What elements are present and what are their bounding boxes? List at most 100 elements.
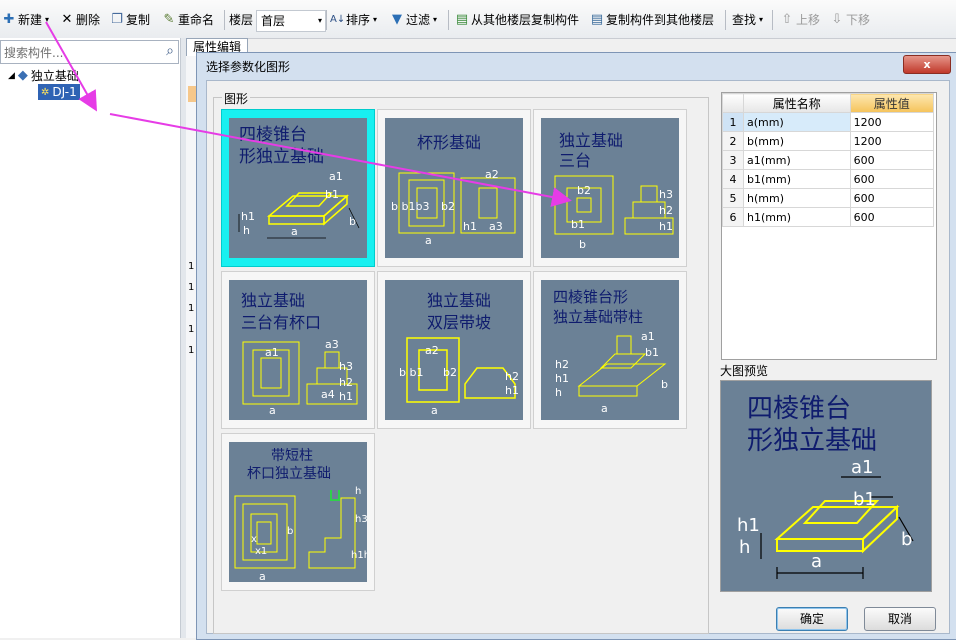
copy-button[interactable]: ❐ 复制 (111, 12, 151, 28)
shape-option-3[interactable]: 独立基础 三台 b b2 b1 h3 h2 h1 (533, 109, 687, 267)
search-input[interactable]: 搜索构件... ⌕ (0, 40, 179, 64)
svg-text:h1: h1 (505, 384, 519, 397)
floor-label: 楼层 (229, 13, 254, 27)
shape-title-line1: 四棱锥台 (239, 125, 307, 145)
shape-option-6[interactable]: 四棱锥台形 独立基础带柱 a a1 b1 b h2 h1 h (533, 271, 687, 429)
sort-button[interactable]: A↓ 排序▾ (330, 10, 377, 30)
cancel-button[interactable]: 取消 (864, 607, 936, 631)
svg-text:a: a (269, 404, 276, 417)
search-icon[interactable]: ⌕ (166, 43, 174, 59)
dialog-title: 选择参数化图形 (206, 60, 291, 74)
find-button[interactable]: 查找▾ (732, 10, 763, 30)
filter-icon: ▼ (392, 12, 402, 27)
tree-item-root[interactable]: ◢ ◆ 独立基础 (8, 68, 79, 83)
move-down-button[interactable]: ⇩ 下移 (831, 12, 871, 28)
svg-text:h1: h1 (659, 220, 673, 233)
table-row[interactable]: 1 a(mm) 1200 (722, 112, 935, 132)
property-grid: 属性名称 属性值 1 a(mm) 1200 2 b(mm) 1200 3 a1(… (721, 92, 937, 360)
component-tree-panel (0, 38, 181, 638)
floor-select[interactable]: 首层 ▾ (256, 10, 326, 32)
shape-title-line2: 三台有杯口 (241, 313, 321, 332)
svg-text:b2: b2 (443, 366, 457, 379)
chevron-down-icon: ▾ (317, 16, 322, 25)
value-cell[interactable]: 1200 (849, 112, 935, 132)
svg-text:b1: b1 (571, 218, 585, 231)
svg-text:b: b (579, 238, 586, 251)
svg-text:a4: a4 (321, 388, 335, 401)
svg-text:b: b (901, 529, 912, 550)
close-button[interactable]: x (903, 55, 951, 74)
shape-title-line1: 四棱锥台形 (553, 288, 628, 306)
col-property-value: 属性值 (849, 93, 935, 113)
chevron-down-icon: ▾ (759, 15, 764, 24)
svg-text:h2: h2 (505, 370, 519, 383)
collapse-icon[interactable]: ◢ (8, 70, 15, 81)
grid-header: 属性名称 属性值 (722, 93, 935, 113)
shape-option-2[interactable]: 杯形基础 a a2 b b1b3 b2 h1 a3 (377, 109, 531, 267)
filter-button[interactable]: ▼ 过滤▾ (390, 10, 437, 30)
svg-text:h: h (243, 224, 250, 237)
svg-text:a: a (601, 402, 608, 415)
table-row[interactable]: 2 b(mm) 1200 (722, 131, 935, 151)
svg-text:h: h (555, 386, 562, 399)
shape-thumbnail: 杯形基础 a a2 b b1b3 b2 h1 a3 (385, 118, 523, 258)
shape-option-5[interactable]: 独立基础 双层带坡 a a2 b b1 b2 h2 h1 (377, 271, 531, 429)
svg-text:a2: a2 (425, 344, 439, 357)
shape-option-7[interactable]: 带短柱 杯口独立基础 a x x1 b h h3 h1h2 (221, 433, 375, 591)
svg-text:a1: a1 (641, 330, 655, 343)
toolbar-separator (224, 10, 225, 30)
ok-button[interactable]: 确定 (776, 607, 848, 631)
new-button[interactable]: ✚ 新建▾ (2, 10, 49, 30)
value-cell[interactable]: 600 (849, 188, 935, 208)
svg-text:a: a (425, 234, 432, 247)
svg-text:h3: h3 (659, 188, 673, 201)
svg-text:h1: h1 (339, 390, 353, 403)
table-row[interactable]: 4 b1(mm) 600 (722, 169, 935, 189)
close-icon: x (923, 58, 931, 71)
svg-text:h3: h3 (339, 360, 353, 373)
shape-title-line1: 独立基础 (427, 291, 491, 310)
table-row[interactable]: 3 a1(mm) 600 (722, 150, 935, 170)
preview-title-line1: 四棱锥台 (747, 394, 851, 424)
tree-item-child[interactable]: ✲ DJ-1 (38, 84, 80, 100)
rename-button[interactable]: ✎ 重命名 (163, 12, 215, 28)
value-cell[interactable]: 600 (849, 150, 935, 170)
copy-icon: ❐ (111, 12, 123, 27)
svg-text:a1: a1 (329, 170, 343, 183)
delete-button[interactable]: ✕ 删除 (61, 12, 101, 28)
svg-text:b1: b1 (645, 346, 659, 359)
svg-text:a: a (811, 551, 822, 572)
copy-to-other-floor-button[interactable]: ▤ 复制构件到其他楼层 (590, 12, 715, 28)
shape-title-line2: 独立基础带柱 (553, 308, 643, 326)
svg-text:a3: a3 (489, 220, 503, 233)
delete-icon: ✕ (61, 12, 73, 27)
table-row[interactable]: 5 h(mm) 600 (722, 188, 935, 208)
move-up-button[interactable]: ⇧ 上移 (781, 12, 821, 28)
svg-text:b2: b2 (441, 200, 455, 213)
shape-title-line1: 独立基础 (559, 131, 623, 150)
table-row[interactable]: 6 h1(mm) 600 (722, 207, 935, 227)
value-cell[interactable]: 600 (849, 207, 935, 227)
sort-icon: A↓ (330, 14, 346, 25)
shape-thumbnail: 四棱锥台形 独立基础带柱 a a1 b1 b h2 h1 h (541, 280, 679, 420)
chevron-down-icon: ▾ (433, 15, 438, 24)
svg-text:x1: x1 (255, 546, 267, 557)
new-icon: ✚ (3, 12, 15, 27)
svg-text:b: b (349, 215, 356, 228)
svg-text:a: a (431, 404, 438, 417)
toolbar-separator (448, 10, 449, 30)
rename-icon: ✎ (163, 12, 175, 27)
value-cell[interactable]: 600 (849, 169, 935, 189)
svg-text:b1: b1 (325, 188, 339, 201)
svg-text:x: x (251, 534, 257, 545)
svg-text:b2: b2 (577, 184, 591, 197)
svg-text:b: b (287, 526, 293, 537)
copy-from-other-floor-button[interactable]: ▤ 从其他楼层复制构件 (455, 12, 580, 28)
value-cell[interactable]: 1200 (849, 131, 935, 151)
shape-title-line1: 杯形基础 (417, 133, 481, 152)
splitter[interactable] (180, 38, 187, 638)
svg-text:h: h (355, 486, 361, 497)
shape-option-4[interactable]: 独立基础 三台有杯口 a a1 a3 h3 h2 h1 a4 (221, 271, 375, 429)
shape-option-1[interactable]: 四棱锥台 形独立基础 a a1 b1 b h1 h (221, 109, 375, 267)
tab-property-edit[interactable]: 属性编辑 (186, 38, 248, 56)
